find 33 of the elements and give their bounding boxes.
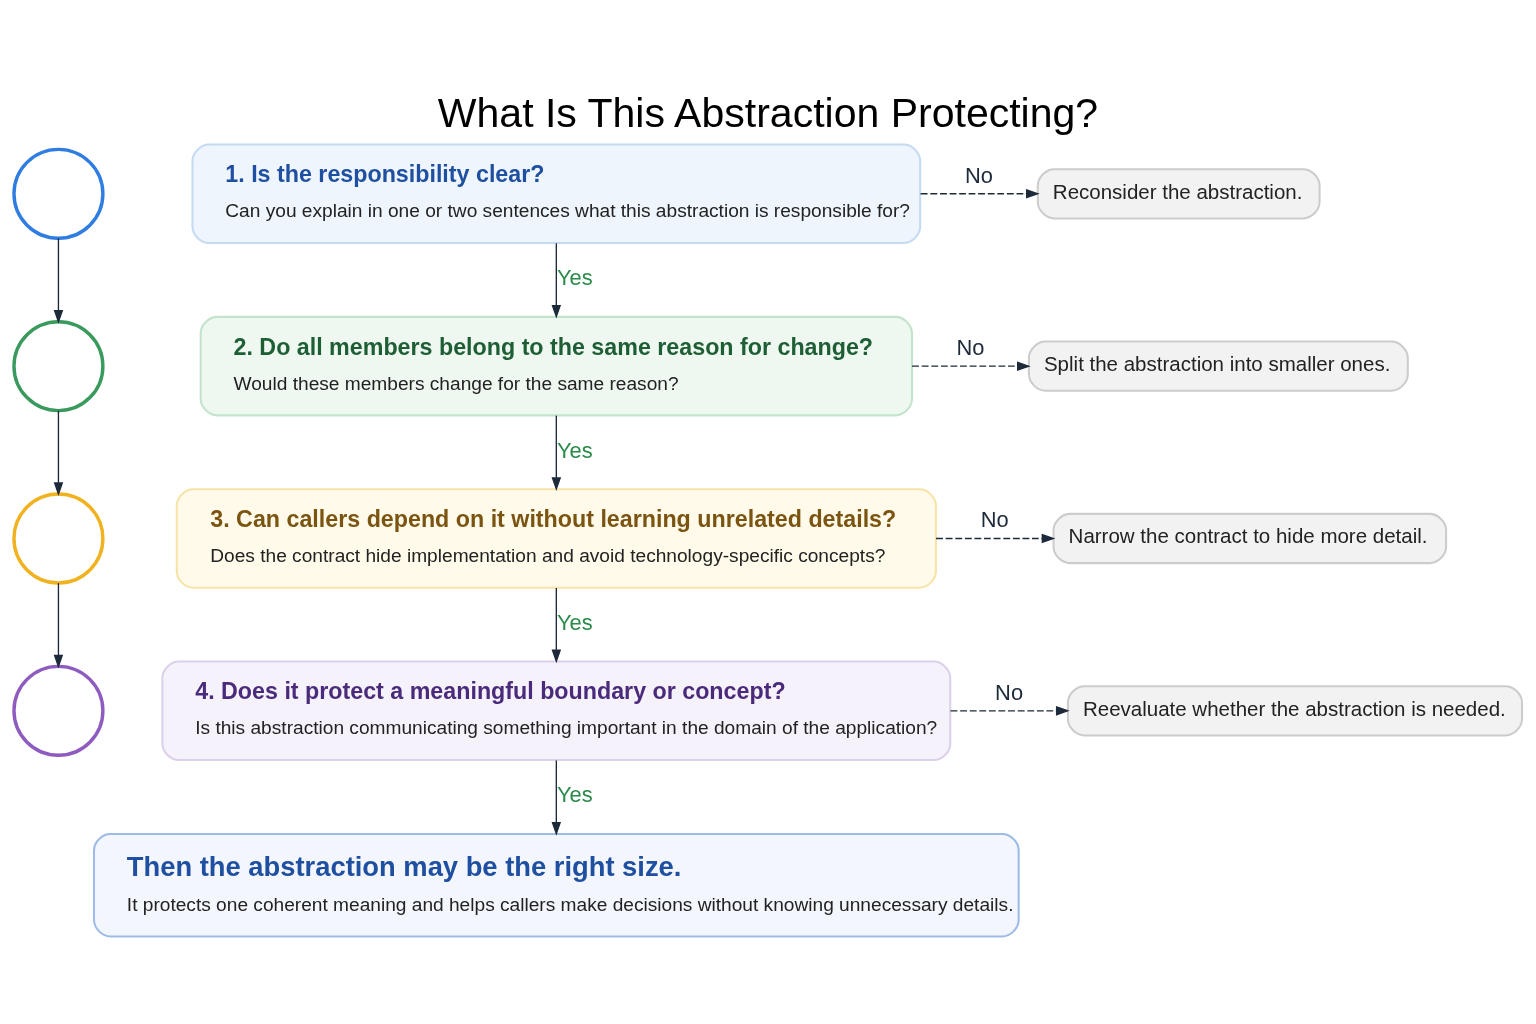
diagram-title: What Is This Abstraction Protecting?	[437, 89, 1099, 136]
edge-label: No	[980, 506, 1009, 532]
node-box: Reevaluate whether the abstraction is needed.	[1066, 684, 1524, 736]
node-box: 1. Is the responsibility clear? Can you explain in one or two sentences what this abstraction is responsible for?	[191, 143, 922, 244]
arrow	[53, 581, 64, 668]
node-circle	[12, 147, 105, 240]
arrow	[551, 414, 562, 491]
node-box: 4. Does it protect a meaningful boundary or concept? Is this abstraction communicating something important in the domain of the application?	[161, 660, 952, 761]
arrow	[551, 242, 562, 319]
node-circle	[12, 319, 105, 412]
edge-label: Yes	[556, 264, 593, 290]
edge-label: Yes	[556, 609, 593, 635]
arrow	[53, 237, 64, 324]
node-box: 3. Can callers depend on it without learning unrelated details? Does the contract hide implementation and avoid technology-specific concepts?	[175, 487, 937, 589]
edge-label: Yes	[556, 781, 593, 807]
edge-label: No	[965, 162, 993, 188]
edge-label: No	[995, 679, 1024, 705]
arrow	[911, 360, 1031, 371]
arrow	[935, 533, 1056, 543]
node-box: Narrow the contract to hide more detail.	[1052, 512, 1448, 564]
node-box: Reconsider the abstraction.	[1036, 167, 1321, 219]
arrow	[53, 409, 64, 496]
edge-label: Yes	[556, 437, 593, 463]
arrow	[551, 586, 562, 663]
edge-label: No	[956, 334, 985, 360]
arrow	[551, 759, 562, 836]
arrow	[949, 705, 1070, 716]
node-box: Then the abstraction may be the right size. It protects one coherent meaning and helps callers make decisions without knowing unnecessary details.	[92, 832, 1020, 938]
arrow	[919, 188, 1040, 199]
node-box: Split the abstraction into smaller ones.	[1027, 340, 1409, 392]
node-circle	[12, 664, 105, 757]
node-circle	[12, 491, 105, 585]
node-box: 2. Do all members belong to the same reason for change? Would these members change for the same reason?	[199, 315, 913, 416]
